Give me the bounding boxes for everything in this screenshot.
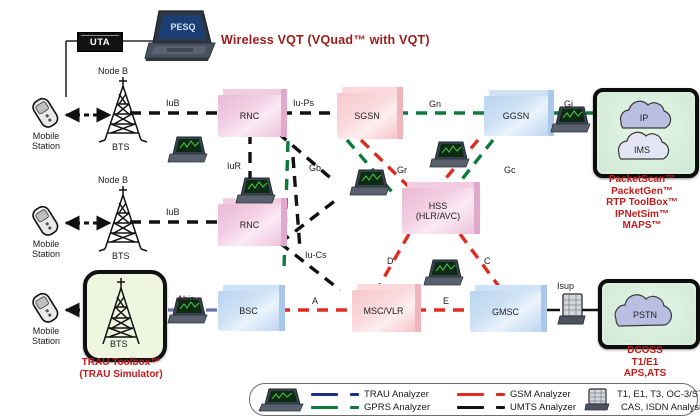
legend: TRAU Analyzer GPRS Analyzer GSM Analyzer… — [249, 383, 700, 416]
analyzer-laptop-iur — [167, 135, 208, 165]
legend-label-gprs: GPRS Analyzer — [364, 402, 430, 413]
pesq-laptop: PESQ — [144, 8, 217, 64]
bts-label-2: BTS — [112, 251, 130, 261]
iface-label-a: A — [312, 296, 319, 306]
node-ggsn: GGSN — [484, 90, 554, 136]
iface-label-iu-cs: Iu-Cs — [305, 250, 327, 260]
iface-label-gr: Gr — [397, 165, 407, 175]
legend-label-gsm: GSM Analyzer — [510, 389, 571, 400]
legend-tester-icon — [584, 388, 613, 412]
iface-label-isup: Isup — [557, 281, 575, 291]
analyzer-laptop-abis — [167, 296, 208, 326]
mobile-station-label-2: Mobile Station — [31, 239, 61, 259]
pstn-products-annotation: DCOSS T1/E1 APS,ATS — [623, 345, 667, 379]
legend-item-umts: UMTS Analyzer — [457, 401, 576, 414]
pesq-screen-label: PESQ — [170, 22, 195, 32]
analyzer-laptop-gi — [550, 105, 591, 135]
ims-cloud-icon: IMS — [617, 131, 670, 160]
legend-label-umts: UMTS Analyzer — [510, 402, 576, 413]
pstn-cloud-icon: PSTN — [614, 294, 673, 327]
analyzer-laptop-hss — [423, 258, 464, 288]
analyzer-laptop-iucs — [235, 176, 276, 206]
iface-label-iub-1: IuB — [166, 98, 180, 108]
isup-test-device — [557, 292, 588, 330]
node-rnc-2: RNC — [218, 198, 287, 246]
iface-label-gn: Gn — [429, 99, 442, 109]
legend-laptop-icon — [258, 388, 305, 413]
iface-label-e: E — [443, 296, 450, 306]
uta-box: UTA — [77, 32, 123, 52]
legend-swatch-gprs — [311, 406, 359, 409]
mobile-station-icon-1 — [28, 96, 64, 130]
analyzer-laptop-gr — [349, 168, 390, 198]
node-b-label-1: Node B — [98, 66, 129, 76]
legend-swatch-umts — [457, 406, 505, 409]
mobile-station-label-3: Mobile Station — [31, 326, 61, 346]
gsm-links — [279, 138, 502, 312]
legend-item-gprs: GPRS Analyzer — [311, 401, 430, 414]
mobile-station-icon-2 — [28, 204, 64, 238]
ip-cloud-icon: IP — [619, 100, 672, 129]
legend-swatch-gsm — [457, 393, 505, 396]
page-title: Wireless VQT (VQuad™ with VQT) — [221, 33, 430, 47]
node-msc-vlr: MSC/VLR — [352, 284, 421, 332]
legend-item-gsm: GSM Analyzer — [457, 388, 571, 401]
iface-label-d: D — [387, 256, 394, 266]
svg-text:PSTN: PSTN — [633, 310, 657, 320]
iface-label-abis: Abis — [177, 294, 195, 304]
packet-products-annotation: PacketScan™ PacketGen™ RTP ToolBox™ IPNe… — [606, 174, 678, 231]
iface-label-iub-2: IuB — [166, 207, 180, 217]
svg-text:IP: IP — [640, 113, 649, 123]
uta-wiring — [65, 40, 155, 97]
node-rnc-1: RNC — [218, 89, 287, 137]
node-b-label-2: Node B — [98, 175, 129, 185]
iface-label-gb: Gb — [309, 163, 322, 173]
iface-label-iu-ps: Iu-Ps — [293, 98, 315, 108]
bts-tower-icon-1 — [95, 76, 151, 143]
bts-tower-icon-3 — [93, 277, 149, 347]
iface-label-iur: IuR — [227, 161, 242, 171]
legend-item-trau: TRAU Analyzer — [311, 388, 429, 401]
analyzer-laptop-gn — [429, 140, 470, 170]
svg-text:IMS: IMS — [634, 145, 650, 155]
iface-label-gc: Gc — [504, 165, 516, 175]
node-bsc: BSC — [218, 285, 285, 331]
iface-label-c: C — [484, 256, 491, 266]
bts-label-3: BTS — [110, 339, 128, 349]
pstn-cloud-container: PSTN — [598, 279, 700, 349]
legend-device-line-1: T1, E1, T3, OC-3/STM-1 — [617, 389, 700, 400]
node-hss: HSS (HLR/AVC) — [402, 182, 480, 234]
node-gmsc: GMSC — [470, 285, 547, 332]
trau-toolbox-annotation: TRAU Toolbox™ (TRAU Simulator) — [79, 357, 163, 380]
iface-label-gi: Gi — [564, 99, 573, 109]
legend-device-line-2: CAS, ISDN Analysis — [621, 402, 700, 413]
mobile-station-label-1: Mobile Station — [31, 131, 61, 151]
bts-tower-icon-2 — [95, 185, 151, 252]
bts-label-1: BTS — [112, 142, 130, 152]
mobile-station-icon-3 — [28, 291, 64, 325]
node-sgsn: SGSN — [337, 87, 403, 139]
legend-label-trau: TRAU Analyzer — [364, 389, 429, 400]
legend-swatch-trau — [311, 393, 359, 396]
ip-ims-cloud-container: IP IMS — [593, 88, 699, 178]
